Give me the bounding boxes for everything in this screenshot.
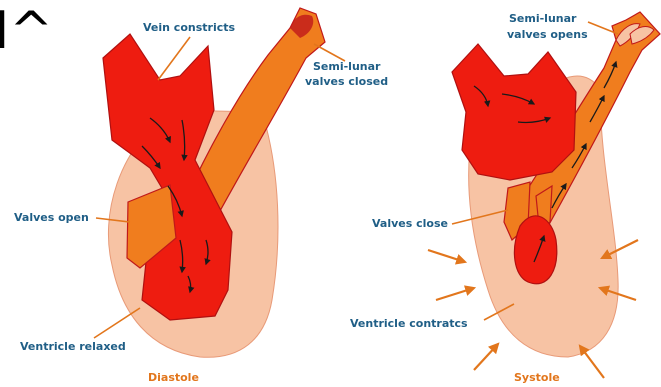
corner-text: I^ — [0, 1, 53, 61]
label-ventricle-contracts: Ventricle contratcs — [350, 317, 468, 330]
systole-atrium-blood — [452, 44, 576, 180]
label-semilunar-opens-2: valves opens — [507, 28, 588, 41]
label-valves-close: Valves close — [372, 217, 448, 230]
systole-heart — [452, 12, 660, 357]
label-valves-open: Valves open — [14, 211, 89, 224]
label-vein-constricts: Vein constricts — [143, 21, 235, 34]
label-semilunar-closed-1: Semi-lunar — [313, 60, 381, 73]
label-semilunar-closed-2: valves closed — [305, 75, 388, 88]
caption-diastole: Diastole — [148, 371, 199, 384]
label-ventricle-relaxed: Ventricle relaxed — [20, 340, 126, 353]
label-semilunar-opens-1: Semi-lunar — [509, 12, 577, 25]
diastole-heart — [103, 8, 325, 357]
systole-ventricle-blood — [514, 216, 556, 284]
caption-systole: Systole — [514, 371, 560, 384]
